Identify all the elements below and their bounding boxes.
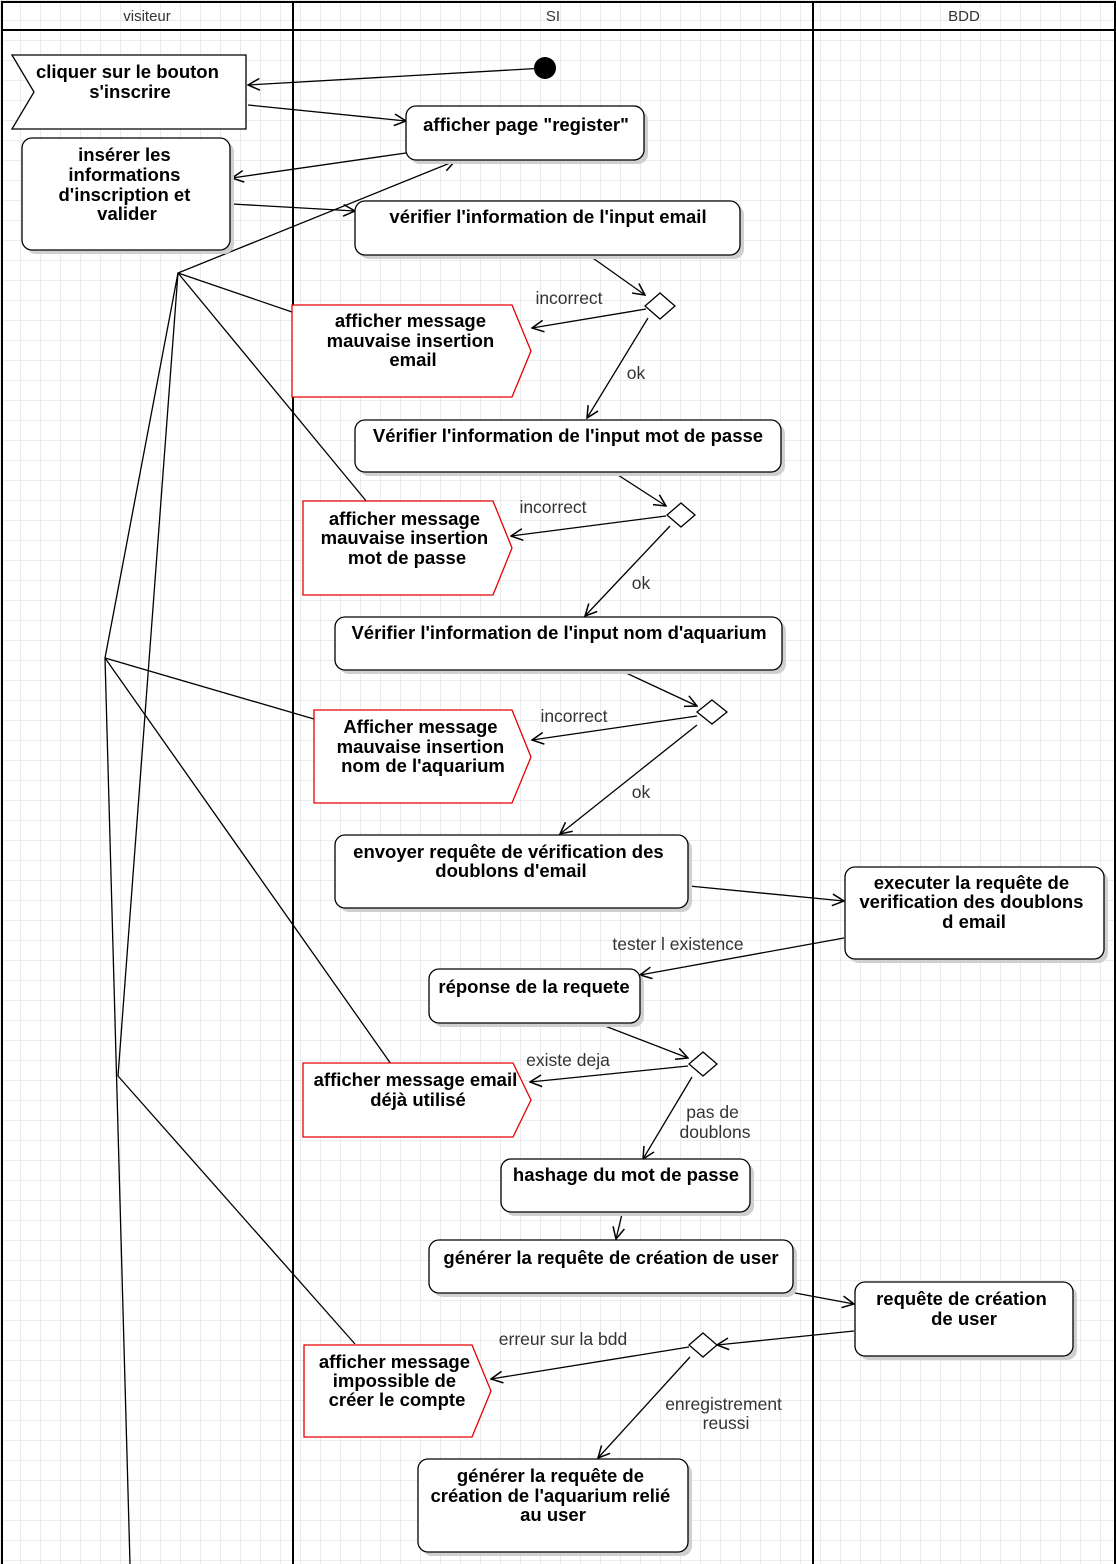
edge-password-ok — [585, 525, 671, 616]
action-enter-info — [21, 137, 231, 251]
action-hash-password — [500, 1158, 751, 1213]
label-exists-already: existe deja — [526, 1050, 610, 1070]
action-enter-info-label: insérer les informations d'inscription e… — [59, 144, 196, 224]
signal-bad-email — [291, 304, 532, 398]
edge-generate-to-user-query — [794, 1292, 854, 1304]
decision-duplicates — [688, 1051, 718, 1077]
edges — [104, 67, 855, 1564]
edge-return-aux — [117, 272, 179, 1077]
edge-email-to-decision — [589, 255, 645, 295]
decision-aquarium — [695, 699, 729, 725]
decision-password — [666, 502, 696, 528]
label-db-error: erreur sur la bdd — [499, 1329, 627, 1349]
action-hash-password-label: hashage du mot de passe — [513, 1164, 739, 1185]
action-run-duplicate-query-label: executer la requête de verification des … — [859, 872, 1088, 932]
signal-bad-aquarium — [313, 709, 532, 804]
lane-title-database: BDD — [948, 8, 980, 25]
edge-return-to-page — [104, 161, 455, 1564]
label-email-incorrect: incorrect — [535, 288, 602, 308]
label-email-ok: ok — [627, 363, 646, 383]
action-show-register-page — [405, 105, 645, 161]
edge-no-duplicates — [643, 1076, 693, 1159]
action-generate-aquarium-query-label: générer la requête de création de l'aqua… — [431, 1465, 676, 1525]
signal-cannot-create — [303, 1344, 492, 1438]
edge-response-to-decision — [604, 1025, 688, 1058]
signal-email-used-label: afficher message email déjà utilisé — [314, 1069, 523, 1110]
label-test-existence: tester l existence — [612, 934, 743, 954]
action-send-duplicate-query-label: envoyer requête de vérification des doub… — [353, 841, 669, 881]
action-send-duplicate-query — [334, 834, 689, 909]
signal-bad-password — [302, 500, 513, 596]
swimlane-database: BDD — [812, 1, 1116, 1564]
action-check-email — [354, 200, 741, 256]
signal-cannot-create-label: afficher message impossible de créer le … — [319, 1351, 475, 1410]
action-query-response-label: réponse de la requete — [438, 976, 629, 997]
edge-registration-success — [598, 1356, 691, 1458]
action-generate-user-query — [428, 1239, 794, 1294]
edge-return-bad-password — [177, 272, 368, 503]
edge-aquarium-to-decision — [623, 671, 697, 706]
action-query-response — [428, 968, 641, 1024]
action-run-duplicate-query — [844, 866, 1105, 960]
action-check-aquarium-label: Vérifier l'information de l'input nom d'… — [351, 622, 766, 643]
signal-bad-password-label: afficher message mauvaise insertion mot … — [321, 508, 494, 568]
edge-user-query-to-decision — [717, 1330, 855, 1345]
action-generate-aquarium-query — [417, 1458, 689, 1553]
label-password-incorrect: incorrect — [519, 497, 586, 517]
initial-node — [534, 57, 556, 79]
nodes: cliquer sur le bouton s'inscrire affiche… — [10, 54, 1108, 1556]
edge-page-to-enter — [232, 152, 407, 178]
edge-run-query-to-response — [640, 937, 845, 975]
action-check-aquarium — [334, 616, 783, 671]
edge-return-email-used — [104, 657, 392, 1065]
label-aquarium-incorrect: incorrect — [540, 706, 607, 726]
action-check-password — [354, 419, 782, 473]
decision-email — [644, 292, 676, 320]
lane-title-visitor: visiteur — [123, 8, 171, 25]
edge-aquarium-incorrect — [532, 715, 698, 740]
edge-return-cannot-create — [117, 1075, 356, 1345]
label-aquarium-ok: ok — [632, 782, 651, 802]
edge-labels: incorrect ok incorrect ok incorrect ok t… — [499, 288, 787, 1433]
action-generate-user-query-label: générer la requête de création de user — [443, 1247, 778, 1268]
edge-click-to-page — [247, 104, 406, 121]
edge-send-to-run-query — [688, 885, 844, 901]
edge-start-to-click — [248, 67, 546, 85]
label-password-ok: ok — [632, 573, 651, 593]
edge-return-bad-email — [177, 272, 293, 313]
lane-title-system: SI — [546, 8, 560, 25]
action-check-email-label: vérifier l'information de l'input email — [389, 206, 706, 227]
edge-aquarium-ok — [560, 724, 698, 834]
signal-bad-email-label: afficher message mauvaise insertion emai… — [327, 310, 500, 370]
action-user-creation-query-label: requête de création de user — [876, 1288, 1052, 1329]
edge-db-error — [491, 1346, 690, 1379]
edge-exists-already — [530, 1065, 689, 1082]
decision-user-creation — [688, 1332, 718, 1358]
edge-email-incorrect — [532, 308, 647, 328]
edge-return-bad-aquarium — [104, 657, 315, 720]
signal-email-used — [302, 1062, 532, 1138]
label-registration-success: enregistrement reussi — [665, 1394, 787, 1433]
edge-hash-to-generate — [616, 1213, 622, 1239]
edge-password-to-decision — [617, 474, 666, 506]
label-no-duplicates: pas de doublons — [679, 1102, 750, 1142]
edge-email-ok — [587, 317, 649, 418]
edge-password-incorrect — [511, 515, 667, 536]
event-click-register-label: cliquer sur le bouton s'inscrire — [36, 61, 224, 102]
signal-bad-aquarium-label: Afficher message mauvaise insertion nom … — [337, 716, 510, 776]
event-click-register — [10, 54, 247, 130]
action-show-register-page-label: afficher page "register" — [423, 114, 629, 135]
action-user-creation-query — [854, 1281, 1074, 1357]
action-check-password-label: Vérifier l'information de l'input mot de… — [373, 425, 763, 446]
